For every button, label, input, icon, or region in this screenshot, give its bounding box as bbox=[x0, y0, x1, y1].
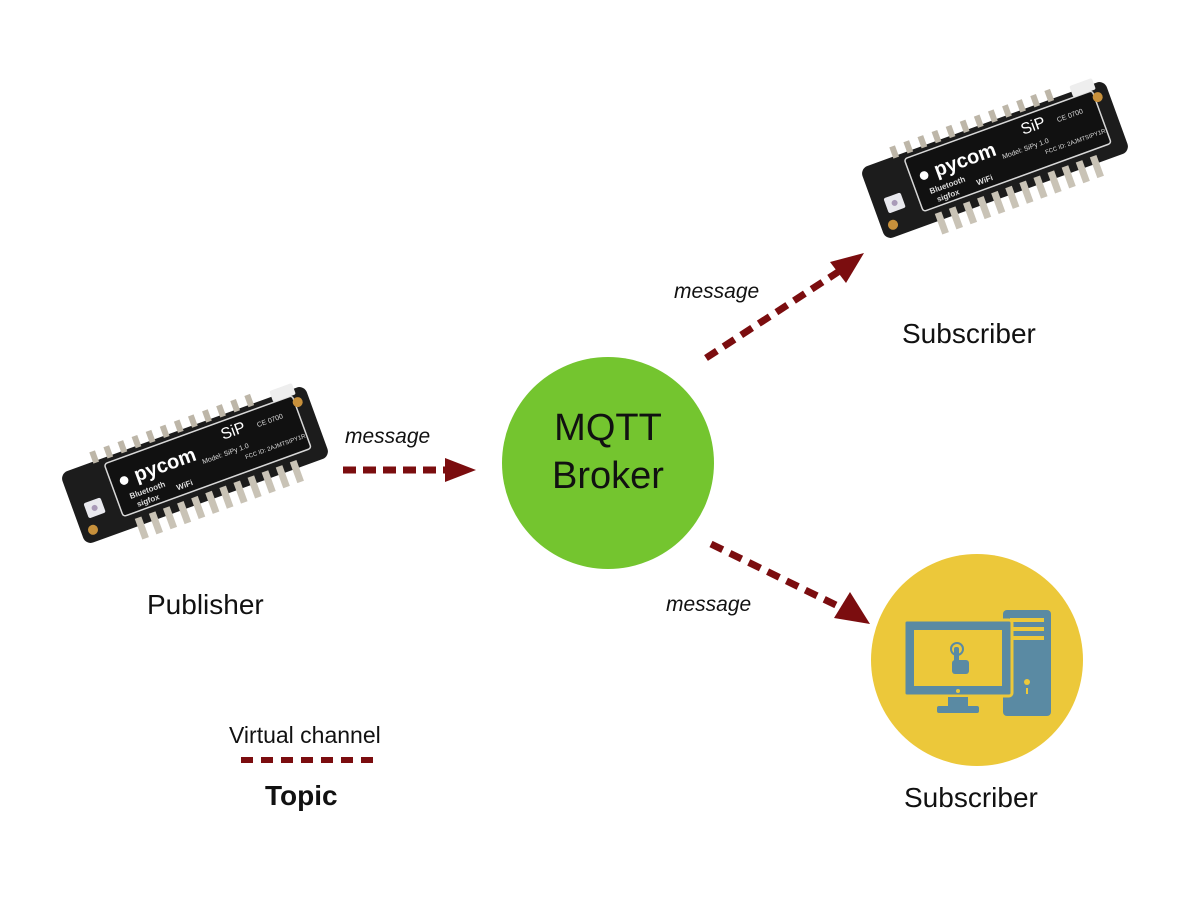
subscriber-board-label: Subscriber bbox=[902, 318, 1036, 349]
edge-label-publisher-broker: message bbox=[345, 425, 431, 448]
broker-label: MQTT Broker bbox=[502, 404, 714, 500]
arrow-broker-to-subscriber-pc bbox=[709, 540, 870, 624]
publisher-board-icon bbox=[55, 374, 336, 560]
desktop-computer-icon bbox=[902, 610, 1051, 716]
broker-label-line2: Broker bbox=[552, 455, 664, 497]
subscriber-pc-node bbox=[871, 554, 1083, 766]
broker-label-line1: MQTT bbox=[554, 407, 662, 449]
arrow-broker-to-subscriber-board bbox=[704, 253, 864, 361]
subscriber-board-icon bbox=[855, 69, 1136, 255]
edge-label-broker-subscriber-board: message bbox=[674, 280, 760, 303]
legend-title: Virtual channel bbox=[229, 722, 381, 748]
arrow-publisher-to-broker bbox=[343, 458, 476, 482]
legend-topic: Topic bbox=[265, 780, 338, 811]
subscriber-pc-label: Subscriber bbox=[904, 782, 1038, 813]
publisher-label: Publisher bbox=[147, 589, 264, 620]
edge-label-broker-subscriber-pc: message bbox=[666, 593, 752, 616]
mqtt-broker-node bbox=[502, 357, 714, 569]
